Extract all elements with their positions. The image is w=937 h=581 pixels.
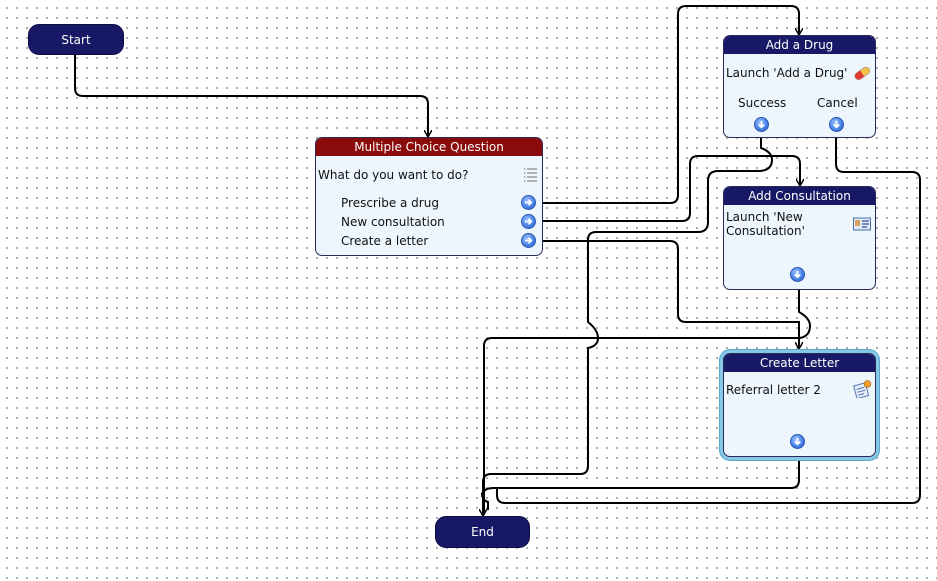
output-port-new-consultation[interactable] — [521, 214, 536, 229]
arrow-right-icon — [524, 237, 533, 244]
consultation-card-icon — [853, 217, 871, 231]
output-port-success[interactable] — [754, 117, 769, 132]
question-node-title: Multiple Choice Question — [316, 138, 542, 156]
add-drug-node[interactable]: Add a Drug Launch 'Add a Drug' Success C… — [723, 35, 876, 138]
add-consultation-node[interactable]: Add Consultation Launch 'New Consultatio… — [723, 186, 876, 290]
option-prescribe-drug: Prescribe a drug — [341, 196, 439, 210]
add-consultation-text: Launch 'New Consultation' — [726, 210, 805, 238]
arrow-down-icon — [758, 120, 765, 129]
list-icon — [524, 168, 537, 182]
arrow-right-icon — [524, 199, 533, 206]
end-label: End — [471, 525, 494, 539]
end-node[interactable]: End — [435, 516, 530, 548]
option-create-letter: Create a letter — [341, 234, 429, 248]
add-drug-output-success: Success — [738, 96, 787, 110]
multiple-choice-question-node[interactable]: Multiple Choice Question What do you wan… — [315, 137, 543, 256]
arrow-right-icon — [524, 218, 533, 225]
wire-start-to-question — [74, 54, 428, 136]
arrow-down-icon — [833, 120, 840, 129]
output-port-create-letter[interactable] — [521, 233, 536, 248]
question-prompt: What do you want to do? — [318, 168, 469, 182]
create-letter-node[interactable]: Create Letter Referral letter 2 — [723, 353, 876, 457]
option-new-consultation: New consultation — [341, 215, 445, 229]
output-port-add-consultation[interactable] — [790, 267, 805, 282]
add-drug-output-cancel: Cancel — [817, 96, 858, 110]
create-letter-title: Create Letter — [724, 354, 875, 372]
start-label: Start — [61, 32, 91, 47]
add-drug-title: Add a Drug — [724, 36, 875, 54]
start-node[interactable]: Start — [28, 24, 124, 55]
letter-icon — [853, 380, 872, 398]
wire-create-letter-to-end — [480, 451, 800, 510]
arrow-down-icon — [794, 437, 801, 446]
pill-icon — [854, 66, 870, 80]
output-port-create-letter-node[interactable] — [790, 434, 805, 449]
output-port-prescribe-drug[interactable] — [521, 195, 536, 210]
arrow-down-icon — [794, 270, 801, 279]
output-port-cancel[interactable] — [829, 117, 844, 132]
add-drug-text: Launch 'Add a Drug' — [726, 66, 848, 80]
create-letter-text: Referral letter 2 — [726, 383, 821, 397]
add-consultation-title: Add Consultation — [724, 187, 875, 205]
